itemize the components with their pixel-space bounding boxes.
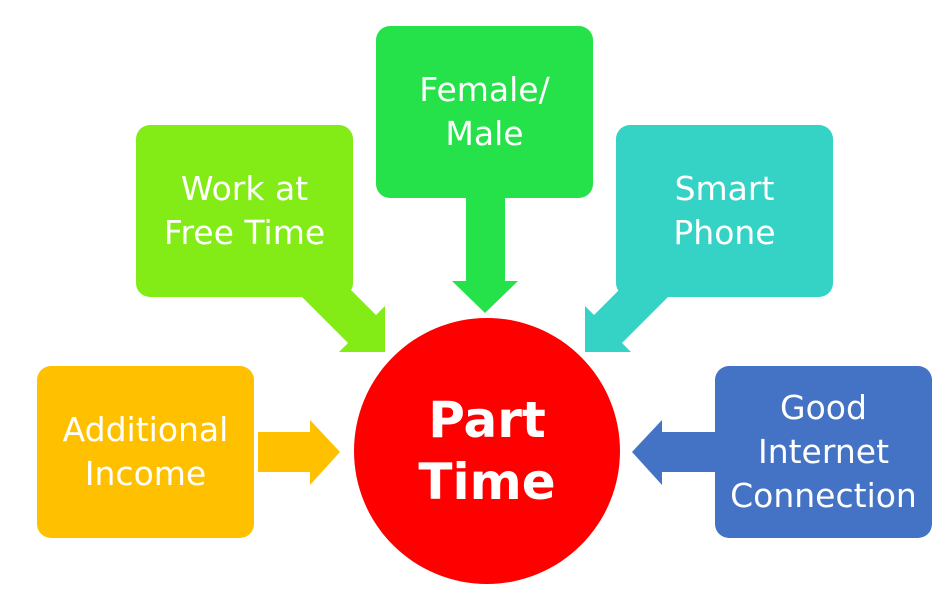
- factor-label: Phone: [673, 213, 776, 252]
- factor-good-internet-connection: Good Internet Connection: [715, 366, 932, 538]
- factor-label: Female/: [419, 70, 550, 109]
- factor-label: Additional: [62, 410, 229, 449]
- factor-work-at-free-time: Work at Free Time: [136, 125, 353, 297]
- factor-label: Good: [780, 388, 867, 427]
- center-label: Time: [418, 453, 556, 511]
- factor-label: Internet: [757, 432, 890, 471]
- arrow-good-internet-connection: [632, 420, 718, 485]
- arrow-additional-income: [258, 420, 340, 485]
- factor-label: Income: [84, 454, 207, 493]
- arrow-female-male: [452, 195, 518, 313]
- center-label: Part: [428, 391, 546, 449]
- center-part-time: Part Time: [354, 318, 620, 584]
- factor-additional-income: Additional Income: [37, 366, 254, 538]
- factor-label: Free Time: [163, 213, 326, 252]
- factor-label: Smart: [674, 169, 775, 208]
- factor-label: Work at: [180, 169, 309, 208]
- factor-label: Male: [445, 114, 524, 153]
- factor-label: Connection: [730, 476, 917, 515]
- factor-female-male: Female/ Male: [376, 26, 593, 198]
- factor-smart-phone: Smart Phone: [616, 125, 833, 297]
